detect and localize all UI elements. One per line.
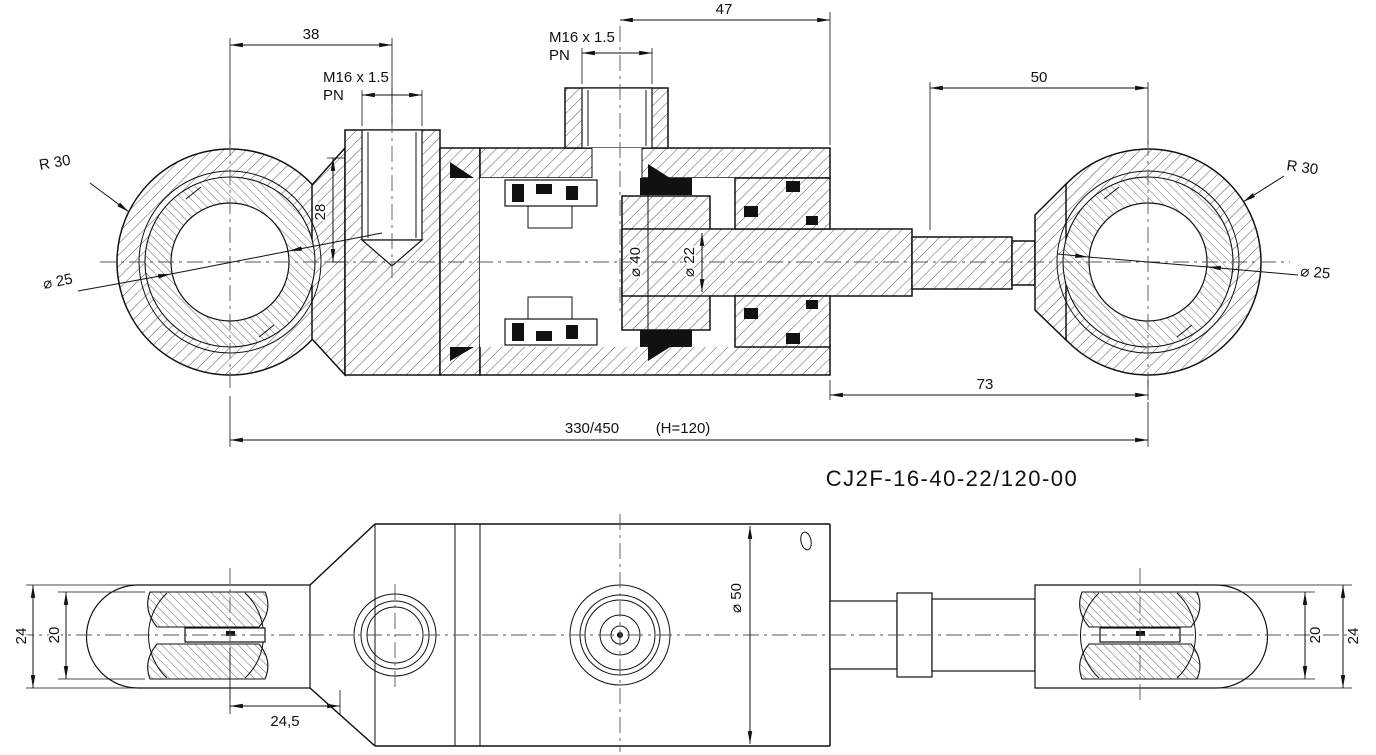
- dim-47-label: 47: [716, 1, 733, 18]
- dim-73-label: 73: [977, 376, 994, 393]
- dim-stroke-label: 330/450: [565, 420, 619, 437]
- piston-rod-section: [621, 228, 1036, 297]
- dim-28-label: 28: [312, 204, 329, 221]
- dim-height-label: (H=120): [656, 420, 711, 437]
- dim-20-right-label: 20: [1307, 627, 1324, 644]
- dim-24-left-label: 24: [13, 628, 30, 645]
- port-left-pn-label: PN: [323, 87, 344, 104]
- dimensions-bottom: 24 20 20 24 24,5 ⌀ 50: [11, 526, 1364, 744]
- top-section-view: [116, 87, 1262, 377]
- port-top-thread-label: M16 x 1.5: [549, 29, 615, 46]
- left-eye-side: [85, 584, 311, 689]
- bore-left-label: ⌀ 25: [42, 271, 75, 293]
- dim-bore-label: ⌀ 40: [627, 247, 644, 277]
- radius-left-label: R 30: [38, 152, 72, 174]
- dim-20-left-label: 20: [46, 627, 63, 644]
- port-left-thread-label: M16 x 1.5: [323, 69, 389, 86]
- right-eye-side: [1034, 584, 1269, 689]
- bore-right-label: ⌀ 25: [1300, 263, 1331, 283]
- port-top-pn-label: PN: [549, 47, 570, 64]
- dim-24-right-label: 24: [1345, 628, 1362, 645]
- dim-50-label: 50: [1031, 69, 1048, 86]
- dim-38-label: 38: [303, 26, 320, 43]
- dim-outer-label: ⌀ 50: [728, 583, 745, 613]
- dim-rod-label: ⌀ 22: [681, 247, 698, 277]
- dim-24-5-label: 24,5: [270, 713, 299, 730]
- left-eye-section: [116, 146, 346, 377]
- radius-right-label: R 30: [1285, 157, 1319, 178]
- part-number: CJ2F-16-40-22/120-00: [826, 466, 1079, 491]
- cylinder-body-section: [344, 87, 1036, 376]
